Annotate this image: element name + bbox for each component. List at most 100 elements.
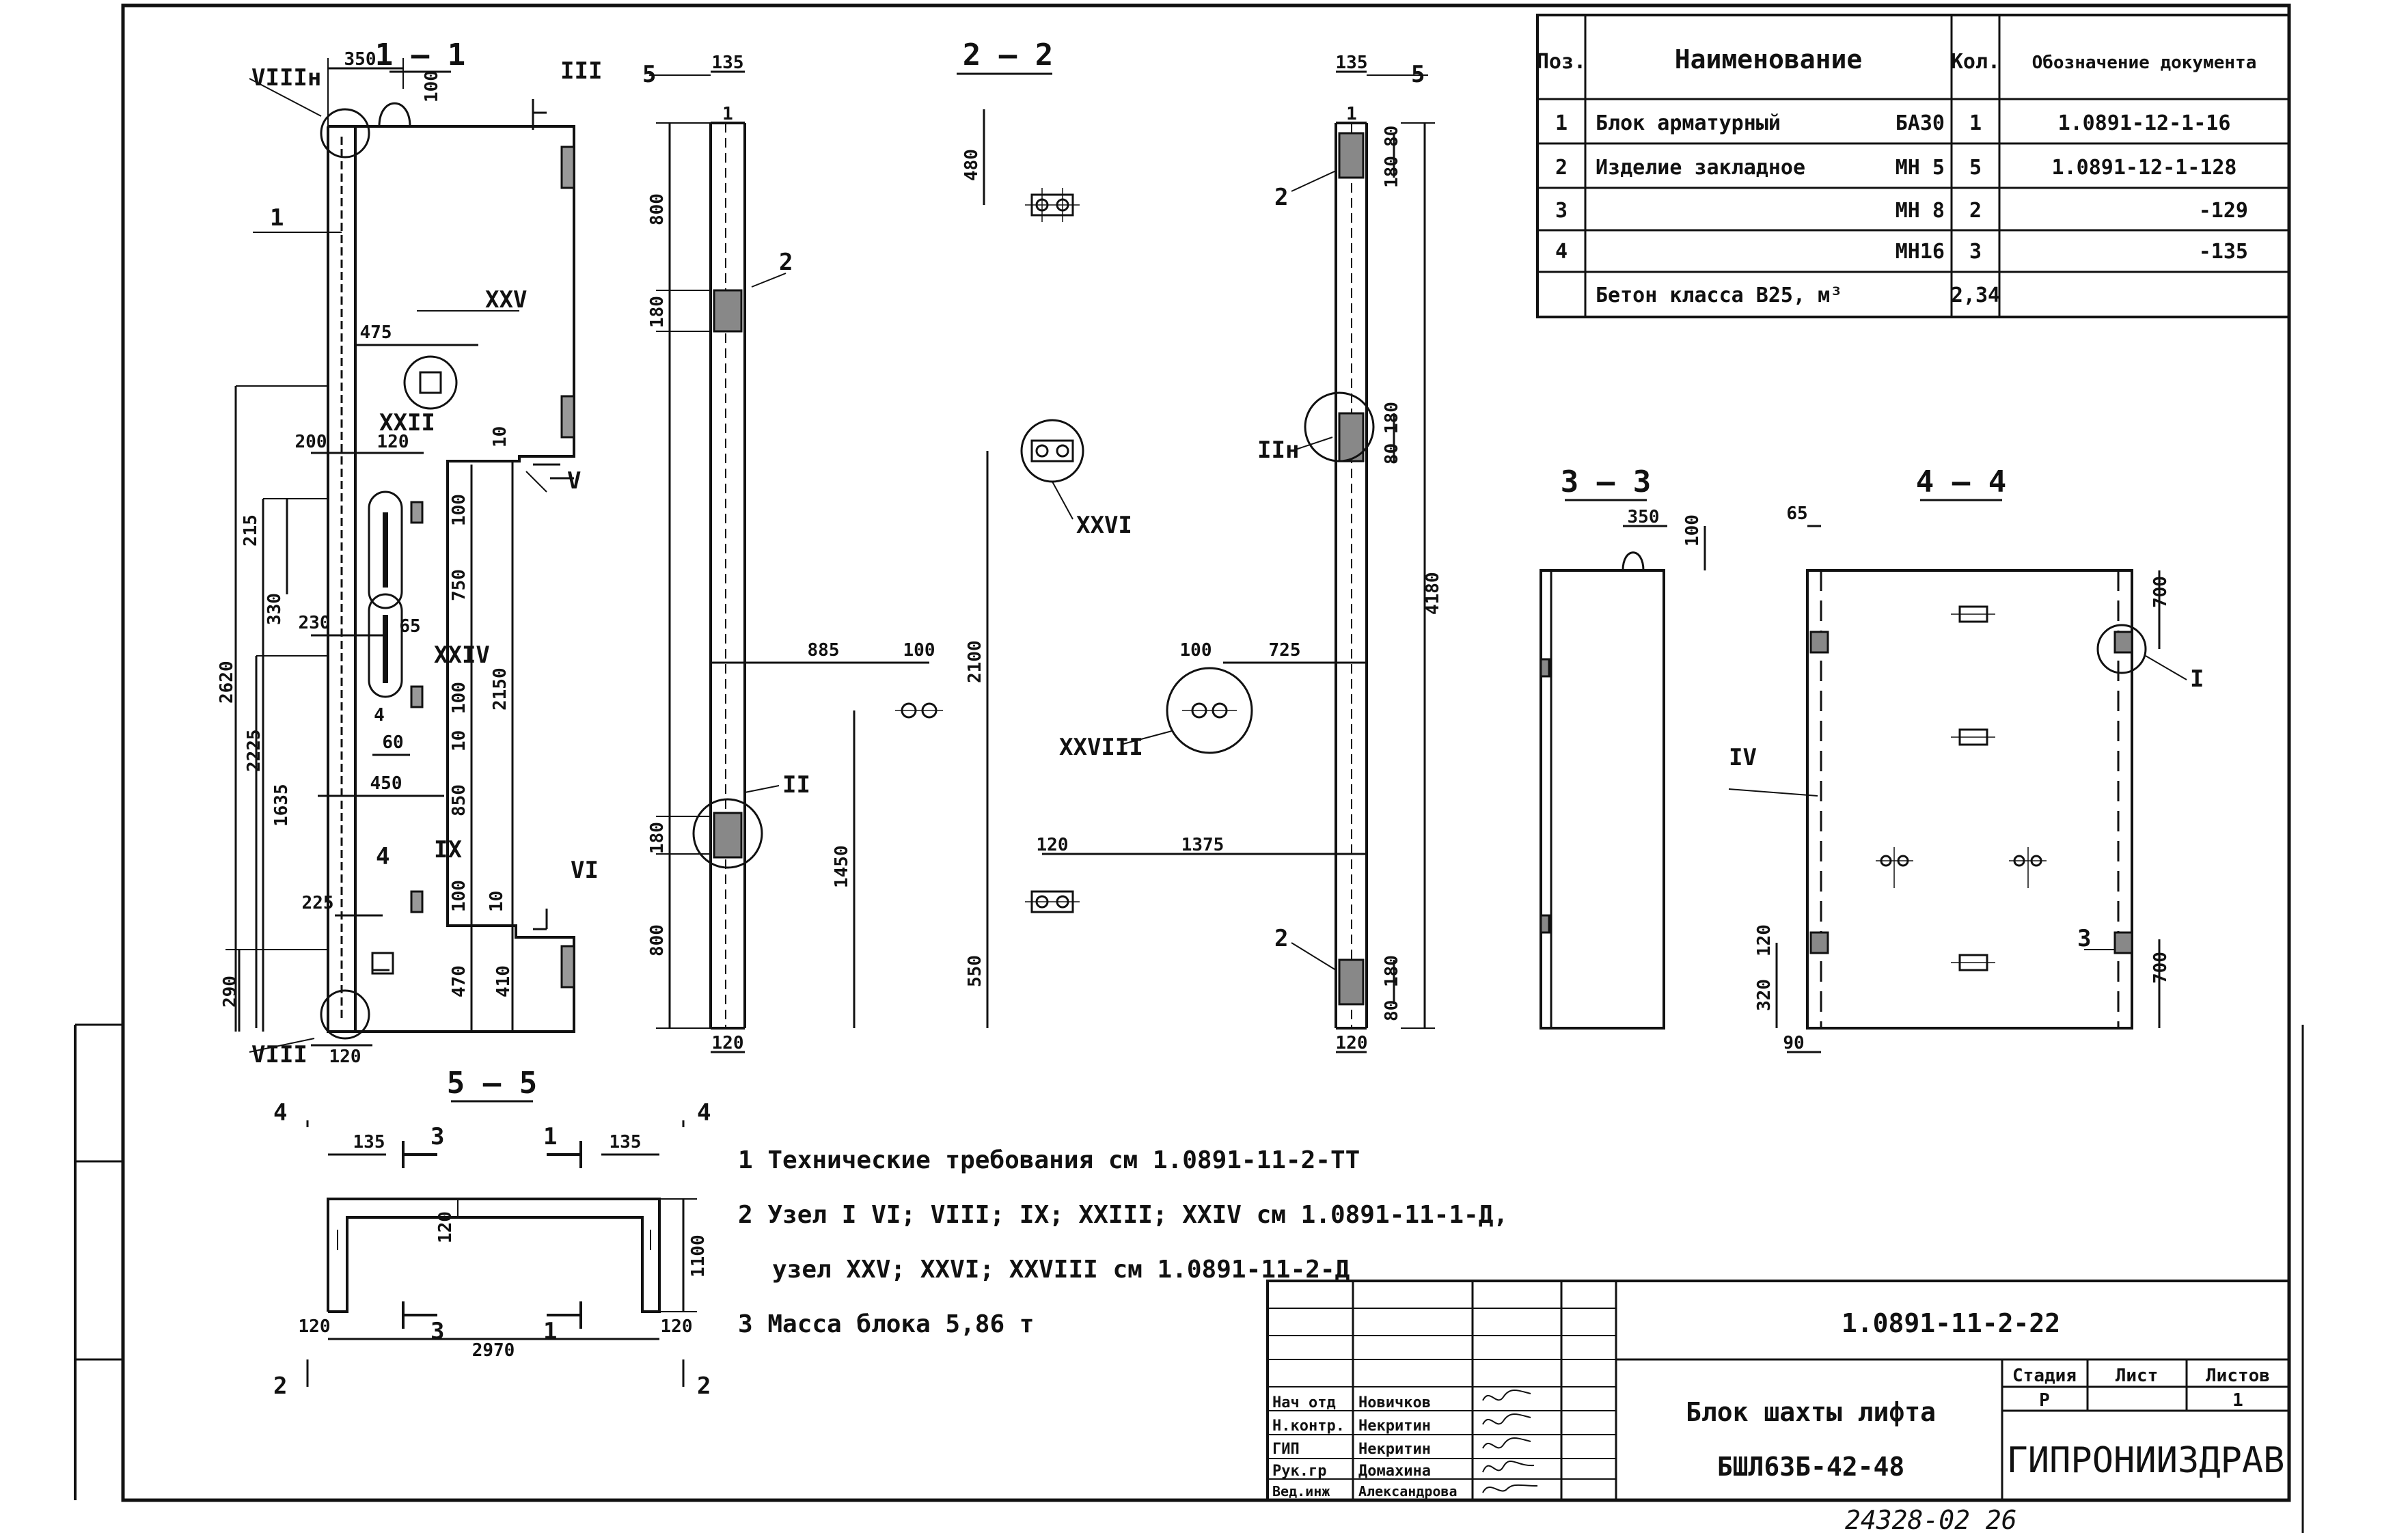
dim-885: 885 — [808, 640, 840, 661]
dim-80-c: 80 — [1382, 1000, 1402, 1021]
dim-800-top: 800 — [647, 193, 668, 225]
mark-4-a: 4 — [374, 705, 385, 726]
mark-1-d: 1 — [543, 1123, 557, 1150]
spec-row-1-mark: БА30 — [1896, 111, 1945, 135]
dim-10-a: 10 — [490, 426, 510, 447]
spec-row-1-doc: 1.0891-12-1-16 — [2058, 111, 2231, 135]
dim-80-b: 80 — [1382, 443, 1402, 465]
organization: ГИПРОНИИЗДРАВ — [2007, 1440, 2285, 1481]
dim-120-c: 120 — [1037, 835, 1069, 855]
node-ii-circle — [692, 798, 763, 869]
dim-120-d: 120 — [712, 1033, 744, 1053]
mark-ii: II — [782, 771, 810, 799]
dim-180-e: 180 — [1382, 955, 1402, 987]
spec-row-2-name: Изделие закладное — [1596, 156, 1805, 180]
dim-65-a: 65 — [399, 616, 420, 637]
mark-xxiv: XXIV — [434, 641, 490, 669]
staff-name-2: Некритин — [1358, 1418, 1431, 1435]
mark-xxv: XXV — [485, 286, 527, 314]
mark-4-c: 4 — [273, 1099, 287, 1127]
spec-header-doc: Обозначение документа — [2032, 53, 2257, 73]
spec-row-1-pos: 1 — [1555, 111, 1568, 135]
staff-name-3: Некритин — [1358, 1441, 1431, 1458]
mark-3-a: 3 — [2077, 925, 2091, 952]
section-2-2: 2 — 2 — [642, 38, 1443, 1053]
dim-215: 215 — [241, 514, 261, 547]
section-4-4: 4 — 4 65 700 120 320 700 90 — [1728, 465, 2204, 1053]
dim-135-right: 135 — [1336, 53, 1368, 73]
dim-410: 410 — [493, 965, 514, 997]
sheets-header: Листов — [2206, 1366, 2270, 1386]
dim-470: 470 — [449, 965, 469, 997]
dim-2620: 2620 — [217, 661, 237, 704]
mark-1-c: 1 — [1346, 104, 1357, 124]
mark-2-e: 2 — [697, 1372, 711, 1400]
spec-row-3-pos: 3 — [1555, 199, 1568, 223]
spec-row-5-name: Бетон класса В25, м³ — [1596, 284, 1842, 307]
section-4-4-title: 4 — 4 — [1916, 465, 2006, 499]
staff-role-3: ГИП — [1272, 1441, 1300, 1458]
spec-row-2-qty: 5 — [1969, 156, 1982, 180]
sheets-value: 1 — [2232, 1390, 2243, 1411]
note-1: 1 Технические требования см 1.0891-11-2-… — [738, 1146, 1360, 1174]
sheet-header: Лист — [2116, 1366, 2159, 1386]
mark-2-d: 2 — [273, 1372, 287, 1400]
section-5-5-title: 5 — 5 — [447, 1066, 537, 1101]
spec-header-name: Наименование — [1675, 44, 1863, 74]
title-name-2: БШЛ63Б-42-48 — [1717, 1452, 1905, 1482]
note-2b: узел XXV; XXVI; XXVIII см 1.0891-11-2-Д — [772, 1256, 1350, 1284]
mark-ix: IX — [434, 836, 462, 864]
title-code: 1.0891-11-2-22 — [1842, 1308, 2060, 1338]
node-xxv-circle — [403, 355, 458, 410]
dim-550: 550 — [965, 955, 985, 987]
dim-700-bottom: 700 — [2150, 952, 2171, 984]
spec-row-4-doc: -135 — [2199, 240, 2248, 264]
spec-row-3-doc: -129 — [2199, 199, 2248, 223]
signature-4 — [1482, 1460, 1535, 1473]
dim-120-i: 120 — [661, 1316, 693, 1337]
mark-iv: IV — [1729, 744, 1757, 771]
dim-480: 480 — [961, 149, 982, 181]
staff-name-1: Новичков — [1358, 1394, 1431, 1411]
mark-2-c: 2 — [1274, 925, 1288, 952]
dim-100-f: 100 — [1180, 640, 1212, 661]
sheet-frame — [74, 3, 2304, 1533]
spec-row-4-pos: 4 — [1555, 240, 1568, 264]
dim-1635: 1635 — [271, 784, 292, 827]
signature-2 — [1482, 1413, 1531, 1425]
mark-ii-n: IIн — [1257, 437, 1299, 464]
dim-1100: 1100 — [688, 1234, 709, 1278]
signature-5 — [1482, 1484, 1538, 1493]
plate-e — [1025, 890, 1080, 913]
staff-role-5: Вед.инж — [1272, 1483, 1330, 1500]
dim-180-c: 180 — [1382, 156, 1402, 188]
dim-100-d: 100 — [449, 880, 469, 912]
dim-850: 850 — [449, 784, 469, 816]
plate-a — [1025, 188, 1080, 222]
dim-180-b: 180 — [647, 822, 668, 854]
dim-800-bottom: 800 — [647, 924, 668, 956]
mark-5-right: 5 — [1411, 61, 1425, 88]
dim-100-c: 100 — [449, 682, 469, 714]
mark-5-left: 5 — [642, 61, 656, 88]
mark-i: I — [2190, 665, 2204, 693]
spec-row-5-qty: 2,34 — [1951, 284, 2000, 307]
mark-4-b: 4 — [376, 843, 389, 870]
spec-row-4-qty: 3 — [1969, 240, 1982, 264]
plate-b — [1020, 419, 1084, 483]
dim-10-b: 10 — [449, 730, 469, 751]
note-3: 3 Масса блока 5,86 т — [738, 1310, 1034, 1338]
mark-3-b: 3 — [430, 1123, 444, 1150]
section-5-5: 5 — 5 135 135 120 1100 120 120 2970 3 1 … — [273, 1066, 711, 1400]
dim-120-e: 120 — [1336, 1033, 1368, 1053]
mark-1-a: 1 — [270, 204, 284, 232]
mark-xxii: XXII — [379, 409, 435, 437]
dim-230: 230 — [299, 613, 331, 633]
dim-65-b: 65 — [1786, 503, 1807, 524]
spec-row-3-qty: 2 — [1969, 199, 1982, 223]
section-3-3: 3 — 3 350 100 — [1540, 465, 1706, 1030]
spec-row-2-pos: 2 — [1555, 156, 1568, 180]
mark-1-e: 1 — [543, 1318, 557, 1345]
dim-180-a: 180 — [647, 296, 668, 328]
